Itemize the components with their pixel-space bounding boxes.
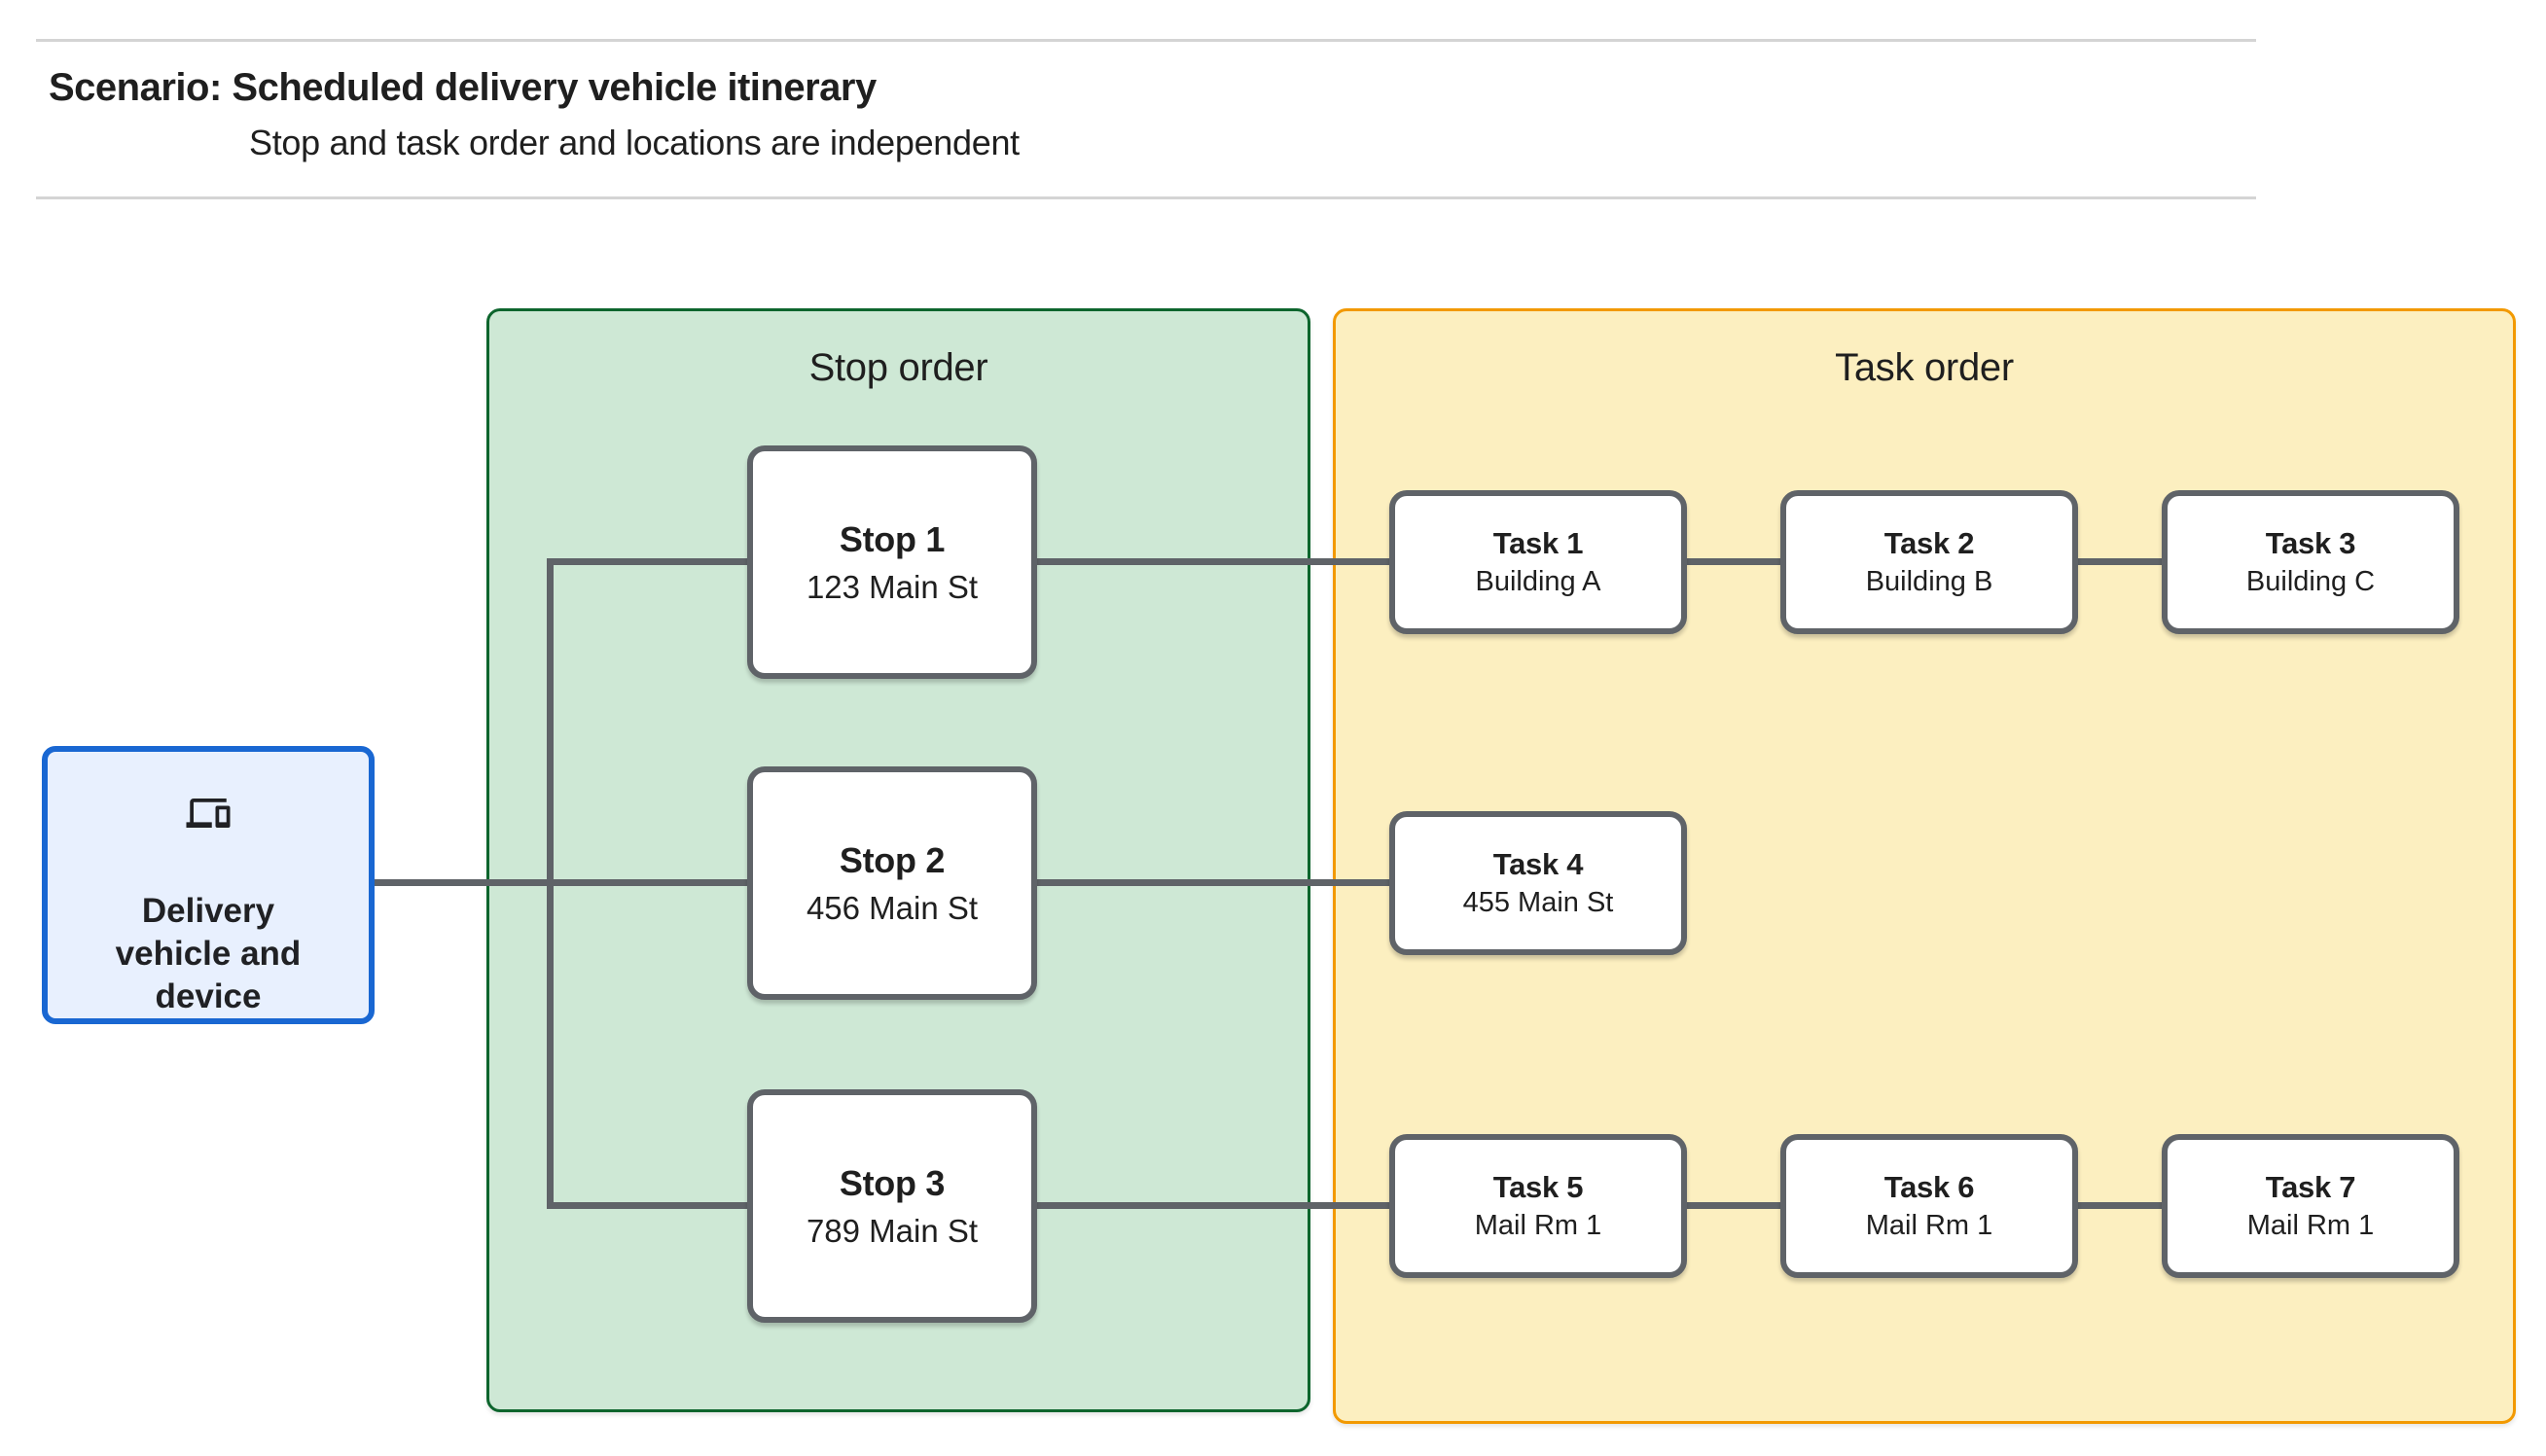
header-divider — [36, 196, 2256, 199]
task-4-location: 455 Main St — [1462, 887, 1614, 918]
connector-branch-vertical — [547, 558, 554, 1209]
connector-task1-to-task2 — [1687, 558, 1780, 565]
delivery-vehicle-label: Delivery vehicle and device — [115, 892, 302, 1015]
connector-branch-to-stop3 — [547, 1202, 747, 1209]
connector-stop3-to-task5 — [1037, 1202, 1389, 1209]
page-title: Scenario: Scheduled delivery vehicle iti… — [49, 66, 877, 109]
task-order-panel-title: Task order — [1835, 346, 2014, 389]
connector-stop2-to-task4 — [1037, 879, 1389, 886]
task-2-node: Task 2 Building B — [1780, 490, 2078, 634]
devices-icon — [186, 799, 231, 828]
task-4-title: Task 4 — [1492, 847, 1584, 881]
stop-2-title: Stop 2 — [839, 839, 946, 880]
stop-order-panel-title: Stop order — [808, 346, 988, 389]
task-6-node: Task 6 Mail Rm 1 — [1780, 1134, 2078, 1278]
task-3-location: Building C — [2245, 566, 2376, 597]
task-6-location: Mail Rm 1 — [1865, 1210, 1993, 1241]
connector-branch-to-stop1 — [547, 558, 747, 565]
connector-vehicle-to-stop2 — [375, 879, 747, 886]
task-2-title: Task 2 — [1883, 526, 1975, 560]
task-7-title: Task 7 — [2265, 1170, 2356, 1204]
delivery-vehicle-node: Delivery vehicle and device — [42, 746, 375, 1024]
task-2-location: Building B — [1865, 566, 1993, 597]
stop-2-node: Stop 2 456 Main St — [747, 766, 1037, 1000]
task-1-node: Task 1 Building A — [1389, 490, 1687, 634]
task-5-location: Mail Rm 1 — [1474, 1210, 1602, 1241]
top-divider — [36, 39, 2256, 42]
stop-1-node: Stop 1 123 Main St — [747, 445, 1037, 679]
connector-task6-to-task7 — [2078, 1202, 2162, 1209]
stop-3-title: Stop 3 — [839, 1162, 946, 1203]
connector-task5-to-task6 — [1687, 1202, 1780, 1209]
task-3-node: Task 3 Building C — [2162, 490, 2459, 634]
task-5-node: Task 5 Mail Rm 1 — [1389, 1134, 1687, 1278]
task-1-location: Building A — [1475, 566, 1601, 597]
task-7-location: Mail Rm 1 — [2246, 1210, 2375, 1241]
stop-1-title: Stop 1 — [839, 518, 946, 559]
page-subtitle: Stop and task order and locations are in… — [249, 123, 1020, 162]
task-5-title: Task 5 — [1492, 1170, 1584, 1204]
stop-1-location: 123 Main St — [806, 568, 979, 605]
task-7-node: Task 7 Mail Rm 1 — [2162, 1134, 2459, 1278]
stop-3-node: Stop 3 789 Main St — [747, 1089, 1037, 1323]
connector-task2-to-task3 — [2078, 558, 2162, 565]
task-4-node: Task 4 455 Main St — [1389, 811, 1687, 955]
task-3-title: Task 3 — [2265, 526, 2356, 560]
stop-2-location: 456 Main St — [806, 889, 979, 926]
stop-3-location: 789 Main St — [806, 1212, 979, 1249]
connector-stop1-to-task1 — [1037, 558, 1389, 565]
task-1-title: Task 1 — [1492, 526, 1584, 560]
task-6-title: Task 6 — [1883, 1170, 1975, 1204]
